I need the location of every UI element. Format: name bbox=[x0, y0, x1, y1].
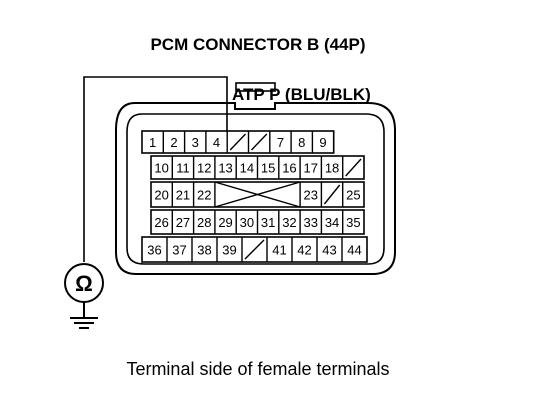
terminal-26: 26 bbox=[154, 215, 168, 230]
terminal-callout-label: ATP P (BLU/BLK) bbox=[232, 85, 371, 104]
terminal-42: 42 bbox=[297, 243, 311, 258]
terminal-23: 23 bbox=[304, 188, 318, 203]
terminal-25: 25 bbox=[346, 188, 360, 203]
test-lead-wire bbox=[83, 76, 228, 262]
terminal-31: 31 bbox=[261, 215, 275, 230]
ground-symbol-icon bbox=[70, 302, 98, 329]
terminal-34: 34 bbox=[325, 215, 339, 230]
blank-cavity-cross bbox=[214, 181, 301, 208]
blank-cavity-slash bbox=[345, 158, 362, 177]
terminal-2: 2 bbox=[170, 135, 177, 150]
terminal-41: 41 bbox=[272, 243, 286, 258]
terminal-32: 32 bbox=[282, 215, 296, 230]
connector-housing bbox=[115, 82, 396, 275]
terminal-probe-4: 4 bbox=[213, 135, 220, 150]
terminal-7: 7 bbox=[277, 135, 284, 150]
terminal-1: 1 bbox=[149, 135, 156, 150]
terminal-20: 20 bbox=[154, 188, 168, 203]
terminal-35: 35 bbox=[346, 215, 360, 230]
diagram-caption: Terminal side of female terminals bbox=[126, 359, 389, 379]
blank-cavity-slash bbox=[250, 133, 268, 151]
terminal-39: 39 bbox=[222, 243, 236, 258]
blank-cavity-slash bbox=[229, 133, 247, 151]
terminal-11: 11 bbox=[176, 161, 190, 176]
terminal-21: 21 bbox=[176, 188, 190, 203]
terminal-38: 38 bbox=[197, 243, 211, 258]
terminal-8: 8 bbox=[298, 135, 305, 150]
terminal-33: 33 bbox=[304, 215, 318, 230]
terminal-37: 37 bbox=[172, 243, 186, 258]
ohmmeter-symbol: Ω bbox=[75, 271, 93, 296]
terminal-14: 14 bbox=[240, 161, 254, 176]
terminal-9: 9 bbox=[319, 135, 326, 150]
terminal-27: 27 bbox=[176, 215, 190, 230]
terminal-36: 36 bbox=[147, 243, 161, 258]
terminal-43: 43 bbox=[322, 243, 336, 258]
terminal-28: 28 bbox=[197, 215, 211, 230]
terminal-30: 30 bbox=[240, 215, 254, 230]
terminal-12: 12 bbox=[197, 161, 211, 176]
terminal-22: 22 bbox=[197, 188, 211, 203]
ohmmeter-icon: Ω bbox=[64, 263, 104, 303]
blank-cavity-slash bbox=[244, 239, 265, 260]
terminal-13: 13 bbox=[218, 161, 232, 176]
terminal-3: 3 bbox=[192, 135, 199, 150]
terminal-16: 16 bbox=[282, 161, 296, 176]
terminal-18: 18 bbox=[325, 161, 339, 176]
terminal-29: 29 bbox=[218, 215, 232, 230]
diagram-title: PCM CONNECTOR B (44P) bbox=[150, 35, 365, 54]
terminal-10: 10 bbox=[154, 161, 168, 176]
terminal-17: 17 bbox=[304, 161, 318, 176]
blank-cavity-slash bbox=[323, 184, 341, 205]
terminal-15: 15 bbox=[261, 161, 275, 176]
terminal-44: 44 bbox=[347, 243, 361, 258]
